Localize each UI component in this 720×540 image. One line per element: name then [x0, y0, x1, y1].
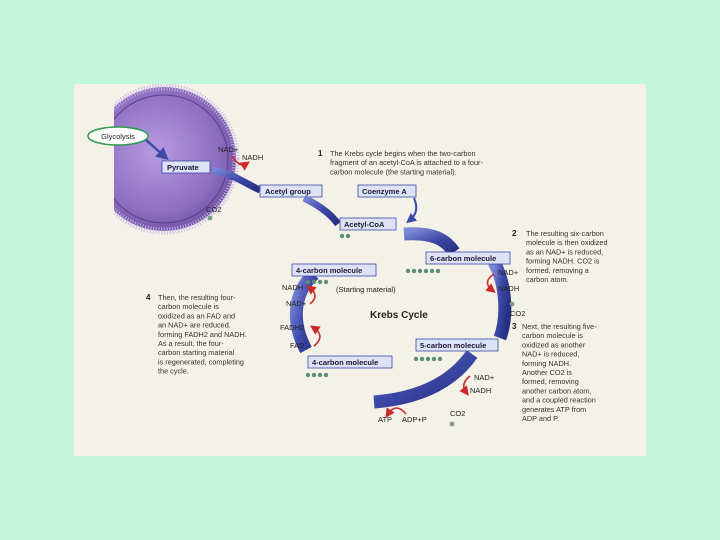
four-carbon-top-label: 4-carbon molecule	[296, 266, 362, 275]
co2-molecule-1	[208, 216, 213, 221]
step-2-line: formed, removing a	[526, 266, 590, 275]
acetyl-group-label: Acetyl group	[265, 187, 311, 196]
step-2-line: forming NADH. CO2 is	[526, 257, 600, 266]
four-carbon-bottom-chain	[306, 373, 328, 377]
adp-p-label: ADP+P	[402, 415, 427, 424]
step-3-line: ADP and P.	[522, 414, 559, 423]
step-3-line: Another CO2 is	[522, 368, 572, 377]
step-3-line: and a coupled reaction	[522, 396, 596, 405]
step-3-line: oxidized as another	[522, 340, 586, 349]
six-carbon-chain	[406, 269, 440, 273]
step-2-number: 2	[512, 229, 517, 238]
atp-generation-arrow	[388, 408, 406, 414]
step-3-line: NAD+ is reduced,	[522, 350, 579, 359]
nad-plus-label-3: NAD+	[474, 373, 495, 382]
step-3-line: generates ATP from	[522, 405, 586, 414]
step-3-line: Next, the resulting five-	[522, 322, 597, 331]
step-3-line: carbon molecule is	[522, 331, 583, 340]
atp-label: ATP	[378, 415, 392, 424]
six-carbon-box: 6-carbon molecule	[426, 252, 510, 264]
step-4-line: the cycle.	[158, 367, 189, 376]
four-carbon-bottom-label: 4-carbon molecule	[312, 358, 378, 367]
step-3-line: another carbon atom,	[522, 386, 591, 395]
acetyl-group-box: Acetyl group	[260, 185, 322, 197]
mitochondrion	[74, 84, 236, 244]
step-2-line: molecule is then oxidized	[526, 238, 608, 247]
nadh-label-3: NADH	[470, 386, 491, 395]
co2-label-1: CO2	[206, 205, 221, 214]
krebs-cycle-diagram: Glycolysis Pyruvate NAD+ NADH CO2 Acetyl…	[74, 84, 646, 456]
step-2-line: The resulting six-carbon	[526, 229, 604, 238]
step-3-line: forming NADH.	[522, 359, 571, 368]
pyruvate-box: Pyruvate	[162, 161, 210, 173]
step-2-line: as an NAD+ is reduced,	[526, 247, 603, 256]
six-carbon-label: 6-carbon molecule	[430, 254, 496, 263]
nad-plus-label-1: NAD+	[218, 145, 239, 154]
cycle-arrow-top	[404, 234, 454, 252]
step-4-description: Then, the resulting four-carbon molecule…	[158, 293, 247, 376]
four-carbon-bottom-box: 4-carbon molecule	[308, 356, 392, 368]
coenzyme-a-arrow	[410, 198, 416, 220]
nadh-label-4: NADH	[282, 283, 303, 292]
coenzyme-a-label: Coenzyme A	[362, 187, 407, 196]
five-carbon-label: 5-carbon molecule	[420, 341, 486, 350]
acetyl-to-acetylcoa-arrow	[304, 198, 338, 224]
five-carbon-box: 5-carbon molecule	[416, 339, 498, 351]
step-2-line: carbon atom.	[526, 275, 569, 284]
fad-label: FAD	[290, 341, 305, 350]
five-carbon-chain	[414, 357, 442, 361]
coenzyme-a-box: Coenzyme A	[358, 185, 416, 197]
step-1-number: 1	[318, 149, 323, 158]
step-4-line: Then, the resulting four-	[158, 293, 236, 302]
step-4-line: carbon starting material	[158, 348, 235, 357]
krebs-cycle-title: Krebs Cycle	[370, 310, 428, 321]
acetyl-coa-box: Acetyl-CoA	[340, 218, 396, 230]
step-4-line: is regenerated, completing	[158, 357, 244, 366]
step-4-line: an NAD+ are reduced,	[158, 321, 231, 330]
co2-molecule-2	[510, 302, 515, 307]
nadh-label-1: NADH	[242, 153, 263, 162]
step-3-line: formed, removing	[522, 377, 579, 386]
co2-molecule-3	[450, 422, 455, 427]
fadh2-label: FADH2	[280, 323, 304, 332]
step-4-number: 4	[146, 293, 151, 302]
co2-label-3: CO2	[450, 409, 465, 418]
acetyl-coa-label: Acetyl-CoA	[344, 220, 385, 229]
fad-reduction-arrow	[314, 328, 320, 346]
krebs-cycle-figure: Glycolysis Pyruvate NAD+ NADH CO2 Acetyl…	[74, 84, 646, 456]
nad-plus-label-4: NAD+	[286, 299, 307, 308]
co2-label-2: CO2	[510, 309, 525, 318]
nad-plus-label-2: NAD+	[498, 268, 519, 277]
glycolysis-node: Glycolysis	[88, 127, 148, 145]
pyruvate-label: Pyruvate	[167, 163, 199, 172]
step-4-line: oxidized as an FAD and	[158, 311, 235, 320]
starting-material-label: (Starting material)	[336, 285, 396, 294]
glycolysis-label: Glycolysis	[101, 132, 135, 141]
step-1-line: The Krebs cycle begins when the two-carb…	[330, 149, 476, 158]
step-4-line: forming FADH2 and NADH.	[158, 330, 247, 339]
step-3-number: 3	[512, 322, 517, 331]
four-carbon-top-box: 4-carbon molecule	[292, 264, 376, 276]
nadh-label-2: NADH	[498, 284, 519, 293]
acetyl-coa-carbon-chain	[340, 234, 350, 238]
nad-reduction-arrow-4	[310, 288, 315, 304]
step-1-description: The Krebs cycle begins when the two-carb…	[330, 149, 483, 176]
step-1-line: carbon molecule (the starting material).	[330, 167, 457, 176]
nad-reduction-arrow-2	[487, 274, 494, 290]
step-1-line: fragment of an acetyl-CoA is attached to…	[330, 158, 483, 167]
step-4-line: carbon molecule is	[158, 302, 219, 311]
step-4-line: As a result, the four-	[158, 339, 224, 348]
four-carbon-top-chain	[306, 280, 328, 284]
step-3-description: Next, the resulting five-carbon molecule…	[522, 322, 597, 423]
